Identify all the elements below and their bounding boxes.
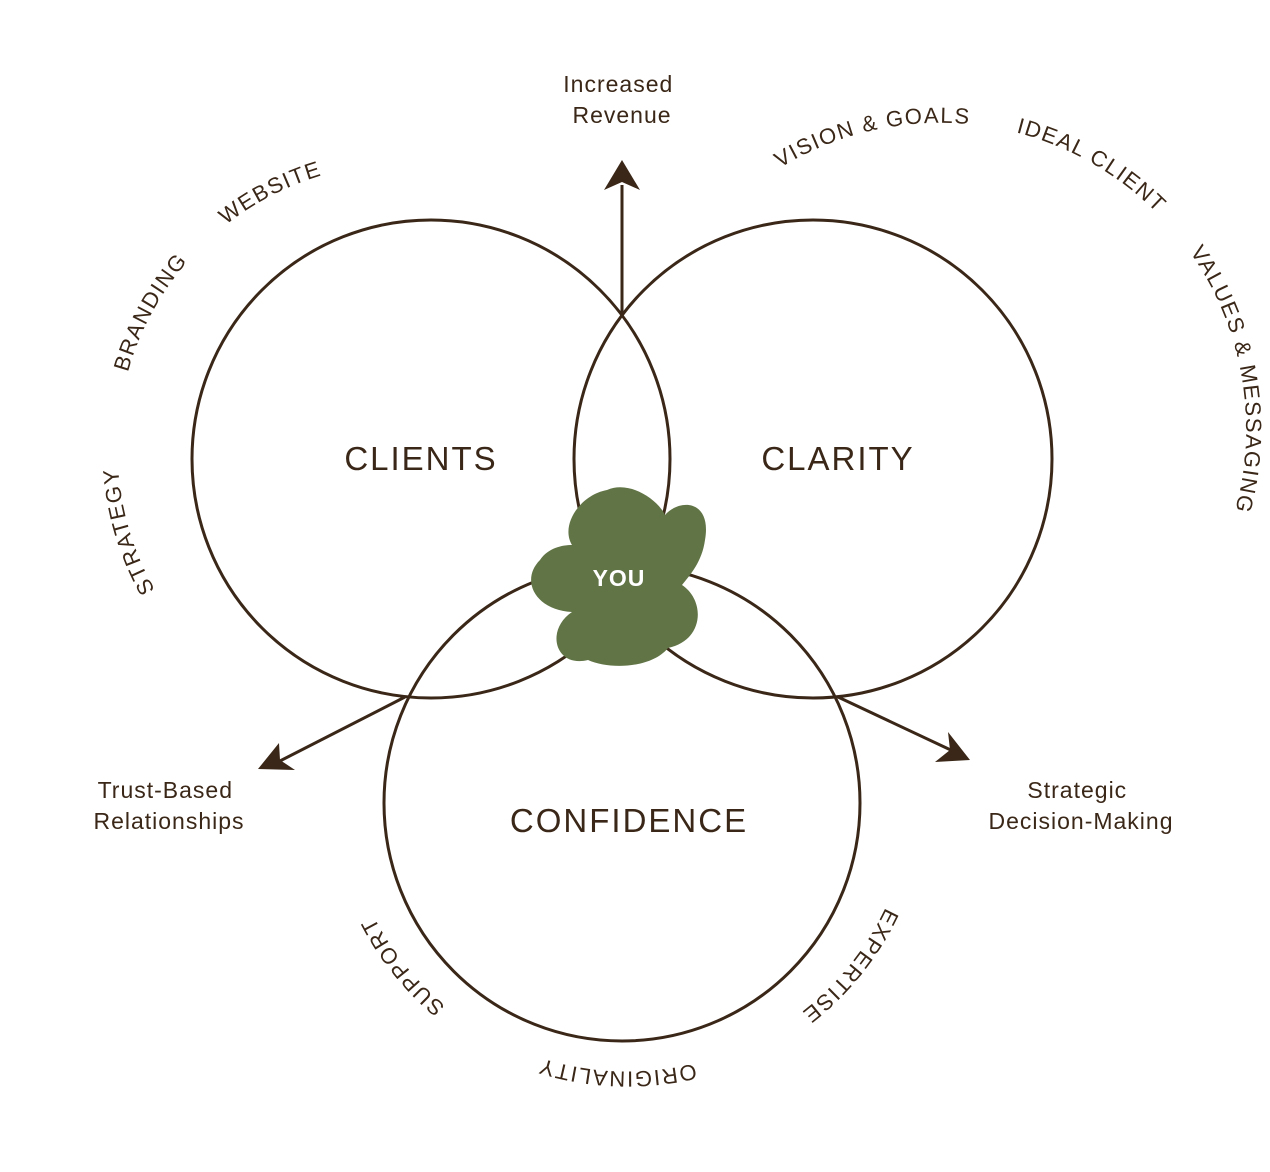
clients-label: CLIENTS: [344, 440, 497, 477]
clarity-circle: [572, 218, 1054, 700]
ring-label-branding: BRANDING: [109, 248, 192, 374]
you-blob: [531, 487, 706, 666]
outcome-top-line2: Revenue: [572, 102, 671, 128]
outcome-left-line2: Relationships: [93, 808, 244, 834]
outcome-top: Increased Revenue: [563, 71, 680, 128]
outcome-left: Trust-Based Relationships: [93, 777, 244, 834]
ring-label-originality: ORIGINALITY: [535, 1053, 699, 1091]
outcome-right: Strategic Decision-Making: [988, 777, 1173, 834]
ring-label-expertise: EXPERTISE: [798, 905, 904, 1028]
outcome-right-line2: Decision-Making: [988, 808, 1173, 834]
arrow-up: [604, 160, 640, 316]
clients-ring-labels: STRATEGY: [98, 467, 159, 600]
svg-text:WEBSITE: WEBSITE: [214, 156, 324, 229]
outcome-right-line1: Strategic: [1027, 777, 1127, 803]
svg-text:ORIGINALITY: ORIGINALITY: [535, 1053, 699, 1091]
arrow-down-right: [837, 695, 970, 762]
you-label: YOU: [593, 565, 646, 591]
ring-label-website: WEBSITE: [214, 156, 324, 229]
svg-text:SUPPORT: SUPPORT: [356, 913, 449, 1021]
clients-circle: [190, 218, 672, 700]
outcome-top-line1: Increased: [563, 71, 673, 97]
outcome-left-line1: Trust-Based: [98, 777, 233, 803]
arrow-down-left: [258, 695, 406, 770]
confidence-label: CONFIDENCE: [510, 802, 748, 839]
svg-text:VALUES & MESSAGING: VALUES & MESSAGING: [1186, 241, 1267, 517]
ring-label-vision-goals: VISION & GOALS: [770, 103, 972, 173]
ring-label-support: SUPPORT: [356, 913, 449, 1021]
ring-label-ideal-client: IDEAL CLIENT: [1015, 113, 1172, 217]
svg-text:BRANDING: BRANDING: [109, 248, 192, 374]
ring-label-values-messaging: VALUES & MESSAGING: [1186, 241, 1267, 517]
svg-text:IDEAL CLIENT: IDEAL CLIENT: [1015, 113, 1172, 217]
clarity-ring-labels: VISION & GOALS: [770, 103, 972, 173]
clarity-label: CLARITY: [761, 440, 914, 477]
ring-label-strategy: STRATEGY: [98, 467, 159, 600]
confidence-ring-labels: EXPERTISE: [798, 905, 904, 1028]
